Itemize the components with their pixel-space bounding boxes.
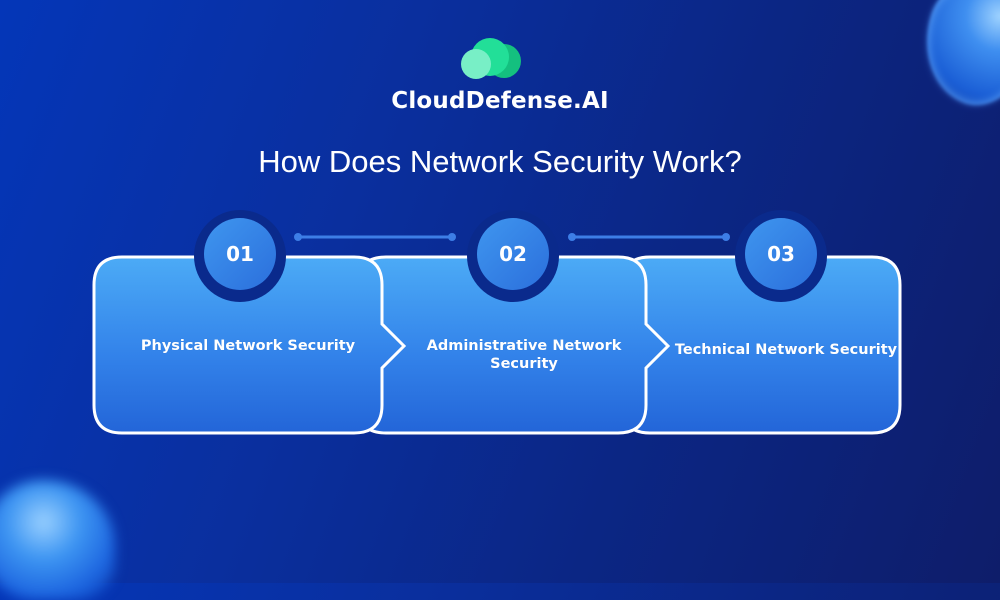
connector-dot: [722, 233, 730, 241]
connector-dot: [568, 233, 576, 241]
connector-2-3: [568, 233, 730, 241]
step-label-2: Administrative Network Security: [426, 338, 622, 372]
step-number-1: 01: [226, 242, 254, 266]
connector-dot: [294, 233, 302, 241]
step-badge-1: [194, 210, 286, 302]
brand-name: CloudDefense.AI: [391, 88, 609, 114]
step-badge-2: [467, 210, 559, 302]
step-label-1: Physical Network Security: [140, 338, 356, 354]
step-badge-3: [735, 210, 827, 302]
process-flow: [92, 210, 902, 435]
connector-dot: [448, 233, 456, 241]
cloud-logo-icon: [461, 38, 521, 79]
page-title: How Does Network Security Work?: [258, 144, 742, 179]
step-card-1: [92, 255, 407, 435]
step-number-3: 03: [767, 242, 795, 266]
connector-1-2: [294, 233, 456, 241]
step-label-3: Technical Network Security: [674, 342, 898, 358]
step-number-2: 02: [499, 242, 527, 266]
